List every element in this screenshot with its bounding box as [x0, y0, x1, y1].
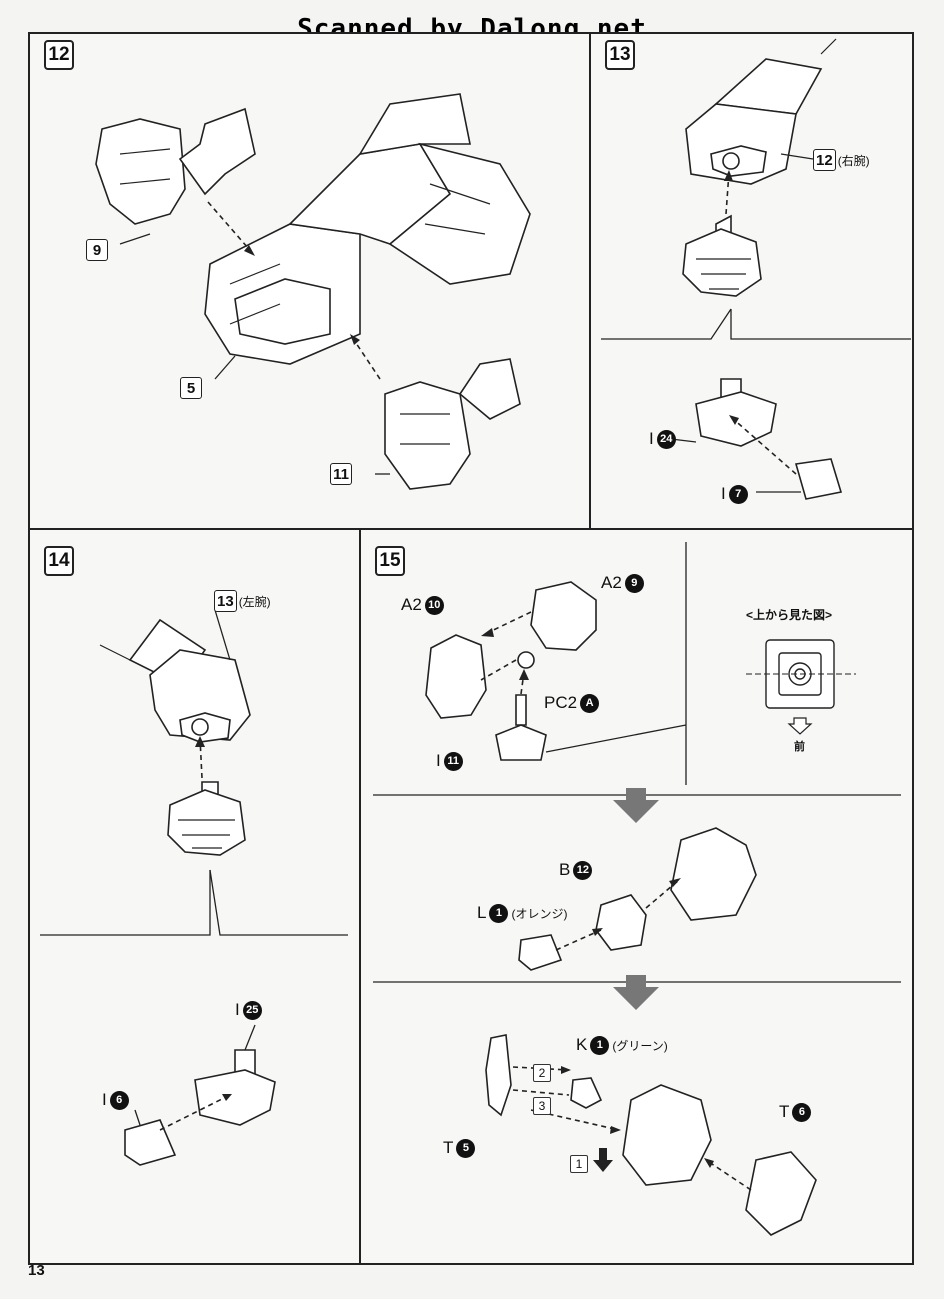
part-5-label: 5	[180, 377, 202, 399]
order-2: 2	[533, 1064, 551, 1082]
step-number: 15	[375, 546, 405, 576]
part-number: 9	[624, 573, 644, 593]
part-number: 10	[424, 595, 444, 615]
part-number: 6	[109, 1090, 129, 1110]
part-letter: I	[102, 1090, 107, 1109]
step-number: 13	[605, 40, 635, 70]
part-9-label: 9	[86, 239, 108, 261]
step-number: 14	[44, 546, 74, 576]
part-L1-label: L 1 (オレンジ)	[477, 903, 567, 923]
part-I7-label: I 7	[721, 484, 748, 504]
step-13-panel: 13	[589, 32, 914, 530]
part-letter: T	[443, 1138, 454, 1157]
part-I25-label: I 25	[235, 1000, 262, 1020]
part-I6-label: I 6	[102, 1090, 129, 1110]
part-number: 1	[489, 903, 509, 923]
step-15-panel: 15	[359, 528, 914, 1265]
part-letter: L	[477, 903, 487, 922]
step-15-illustration	[373, 542, 901, 1236]
part-A2-10-label: A2 10	[401, 595, 444, 615]
part-letter: A2	[601, 573, 622, 592]
top-view-front: 前	[794, 741, 805, 753]
part-T6-label: T 6	[779, 1102, 812, 1122]
part-PC2-A-label: PC2 A	[544, 693, 600, 713]
part-letter: K	[576, 1035, 588, 1054]
step-14-illustration	[40, 609, 348, 1166]
step-12-illustration	[95, 93, 531, 490]
step-14-panel: 14	[28, 528, 361, 1265]
part-letter: I	[436, 751, 441, 770]
part-letter: B	[559, 860, 571, 879]
step-13-illustration	[601, 38, 911, 500]
part-T5-label: T 5	[443, 1138, 476, 1158]
part-number: 7	[728, 484, 748, 504]
part-letter: PC2	[544, 693, 578, 712]
ref-number: 13	[214, 590, 237, 612]
part-B12-label: B 12	[559, 860, 593, 880]
part-number: 12	[573, 860, 593, 880]
order-3: 3	[533, 1097, 551, 1115]
ref-note: (左腕)	[238, 594, 271, 609]
part-number: 6	[792, 1102, 812, 1122]
part-letter: T	[779, 1102, 790, 1121]
ref-part-13: 13 (左腕)	[214, 590, 271, 612]
part-letter: I	[649, 429, 654, 448]
ref-number: 12	[813, 149, 836, 171]
step-number: 12	[44, 40, 74, 70]
part-I24-label: I 24	[649, 429, 676, 449]
page-number: 13	[28, 1262, 45, 1279]
part-number: A	[580, 693, 600, 713]
part-A2-9-label: A2 9	[601, 573, 644, 593]
part-color-note: (オレンジ)	[511, 906, 568, 921]
ref-note: (右腕)	[837, 153, 870, 168]
part-number: 11	[443, 751, 463, 771]
part-number: 1	[590, 1035, 610, 1055]
order-1: 1	[570, 1155, 588, 1173]
part-number: 25	[242, 1000, 262, 1020]
part-letter: I	[721, 484, 726, 503]
part-letter: A2	[401, 595, 422, 614]
part-K1-label: K 1 (グリーン)	[576, 1035, 668, 1055]
part-color-note: (グリーン)	[612, 1038, 668, 1053]
top-view-title: <上から見た図>	[746, 608, 833, 622]
part-letter: I	[235, 1000, 240, 1019]
ref-part-12: 12 (右腕)	[813, 149, 870, 171]
part-11-label: 11	[330, 463, 352, 485]
part-number: 5	[456, 1138, 476, 1158]
part-I11-label: I 11	[436, 751, 463, 771]
step-12-panel: 12	[28, 32, 591, 530]
part-number: 24	[656, 429, 676, 449]
